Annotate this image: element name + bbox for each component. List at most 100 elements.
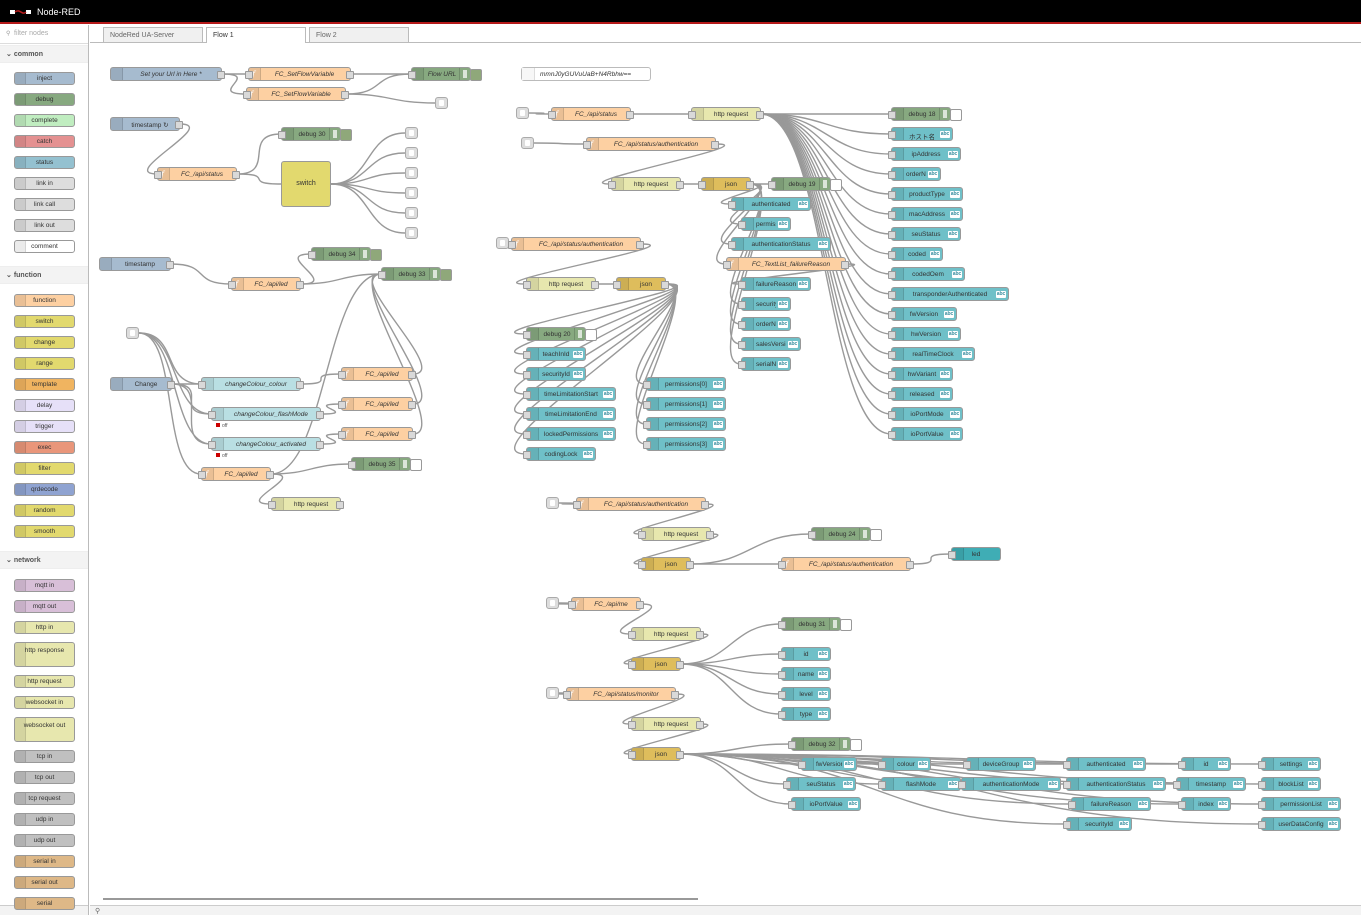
palette-node-link-in[interactable]: link in bbox=[14, 177, 75, 190]
input-port[interactable] bbox=[523, 391, 531, 399]
wire[interactable] bbox=[300, 373, 342, 385]
palette-node-inject[interactable]: inject bbox=[14, 72, 75, 85]
link-in-node-6[interactable] bbox=[546, 597, 559, 609]
wire[interactable] bbox=[345, 93, 436, 104]
output-port[interactable] bbox=[266, 471, 274, 479]
input-port[interactable] bbox=[628, 661, 636, 669]
http-request-node-http_req_auth3[interactable]: http request bbox=[638, 527, 714, 541]
link-out-node-1[interactable] bbox=[435, 97, 448, 109]
http-request-node-http_req_mon[interactable]: http request bbox=[628, 717, 704, 731]
debug-toggle-button[interactable] bbox=[585, 329, 597, 341]
link-out-node-7[interactable] bbox=[405, 227, 418, 239]
palette-node-range[interactable]: range bbox=[14, 357, 75, 370]
input-port[interactable] bbox=[198, 471, 206, 479]
palette-node-tcp-out[interactable]: tcp out bbox=[14, 771, 75, 784]
link-in-node-1[interactable] bbox=[126, 327, 139, 339]
http-request-node-http_req_status[interactable]: http request bbox=[688, 107, 764, 121]
palette-node-qrdecode[interactable]: qrdecode bbox=[14, 483, 75, 496]
input-port[interactable] bbox=[608, 181, 616, 189]
input-port[interactable] bbox=[888, 191, 896, 199]
wire[interactable] bbox=[147, 123, 190, 175]
wire[interactable] bbox=[528, 112, 552, 115]
input-port[interactable] bbox=[1068, 801, 1076, 809]
http-request-node-http_req_me[interactable]: http request bbox=[628, 627, 704, 641]
input-port[interactable] bbox=[1258, 801, 1266, 809]
link-in-node-7[interactable] bbox=[546, 687, 559, 699]
input-port[interactable] bbox=[778, 621, 786, 629]
json-node-json4[interactable]: json bbox=[628, 657, 684, 671]
output-port[interactable] bbox=[746, 181, 754, 189]
link-out-node-5[interactable] bbox=[405, 187, 418, 199]
json-node-json2[interactable]: json bbox=[613, 277, 669, 291]
input-port[interactable] bbox=[643, 381, 651, 389]
input-port[interactable] bbox=[523, 451, 531, 459]
wire[interactable] bbox=[236, 133, 282, 175]
output-port[interactable] bbox=[341, 91, 349, 99]
wire[interactable] bbox=[171, 383, 212, 415]
wire[interactable] bbox=[623, 633, 709, 665]
wire[interactable] bbox=[297, 253, 315, 285]
input-port[interactable] bbox=[878, 761, 886, 769]
input-port[interactable] bbox=[573, 501, 581, 509]
node-led[interactable]: led bbox=[948, 547, 1001, 561]
horizontal-scrollbar[interactable] bbox=[103, 898, 698, 900]
debug-toggle-button[interactable] bbox=[850, 739, 862, 751]
input-port[interactable] bbox=[523, 431, 531, 439]
palette-node-serial-in[interactable]: serial in bbox=[14, 855, 75, 868]
json-node-json5[interactable]: json bbox=[628, 747, 684, 761]
output-port[interactable] bbox=[166, 261, 174, 269]
input-port[interactable] bbox=[278, 131, 286, 139]
wire[interactable] bbox=[270, 463, 352, 475]
output-port[interactable] bbox=[408, 431, 416, 439]
wire[interactable] bbox=[633, 503, 714, 535]
input-port[interactable] bbox=[378, 271, 386, 279]
input-port[interactable] bbox=[888, 251, 896, 259]
wire[interactable] bbox=[300, 273, 382, 285]
debug-toggle-button[interactable] bbox=[340, 129, 352, 141]
output-port[interactable] bbox=[711, 141, 719, 149]
json-node-json3[interactable]: json bbox=[638, 557, 694, 571]
palette-node-function[interactable]: function bbox=[14, 294, 75, 307]
input-port[interactable] bbox=[583, 141, 591, 149]
input-port[interactable] bbox=[738, 281, 746, 289]
wire[interactable] bbox=[623, 723, 709, 755]
wire[interactable] bbox=[138, 332, 212, 415]
input-port[interactable] bbox=[723, 261, 731, 269]
palette-category-common[interactable]: ⌄ common bbox=[0, 45, 88, 63]
palette-node-udp-in[interactable]: udp in bbox=[14, 813, 75, 826]
debug-node-debug34[interactable]: debug 34 bbox=[308, 247, 382, 261]
link-out-node-6[interactable] bbox=[405, 207, 418, 219]
input-port[interactable] bbox=[1063, 821, 1071, 829]
input-port[interactable] bbox=[788, 801, 796, 809]
node-set_url[interactable]: Set your Url in Here * bbox=[110, 67, 225, 81]
palette-node-catch[interactable]: catch bbox=[14, 135, 75, 148]
palette-node-complete[interactable]: complete bbox=[14, 114, 75, 127]
debug-node-debug20[interactable]: debug 20 bbox=[523, 327, 597, 341]
debug-toggle-button[interactable] bbox=[370, 249, 382, 261]
wire[interactable] bbox=[138, 332, 212, 445]
